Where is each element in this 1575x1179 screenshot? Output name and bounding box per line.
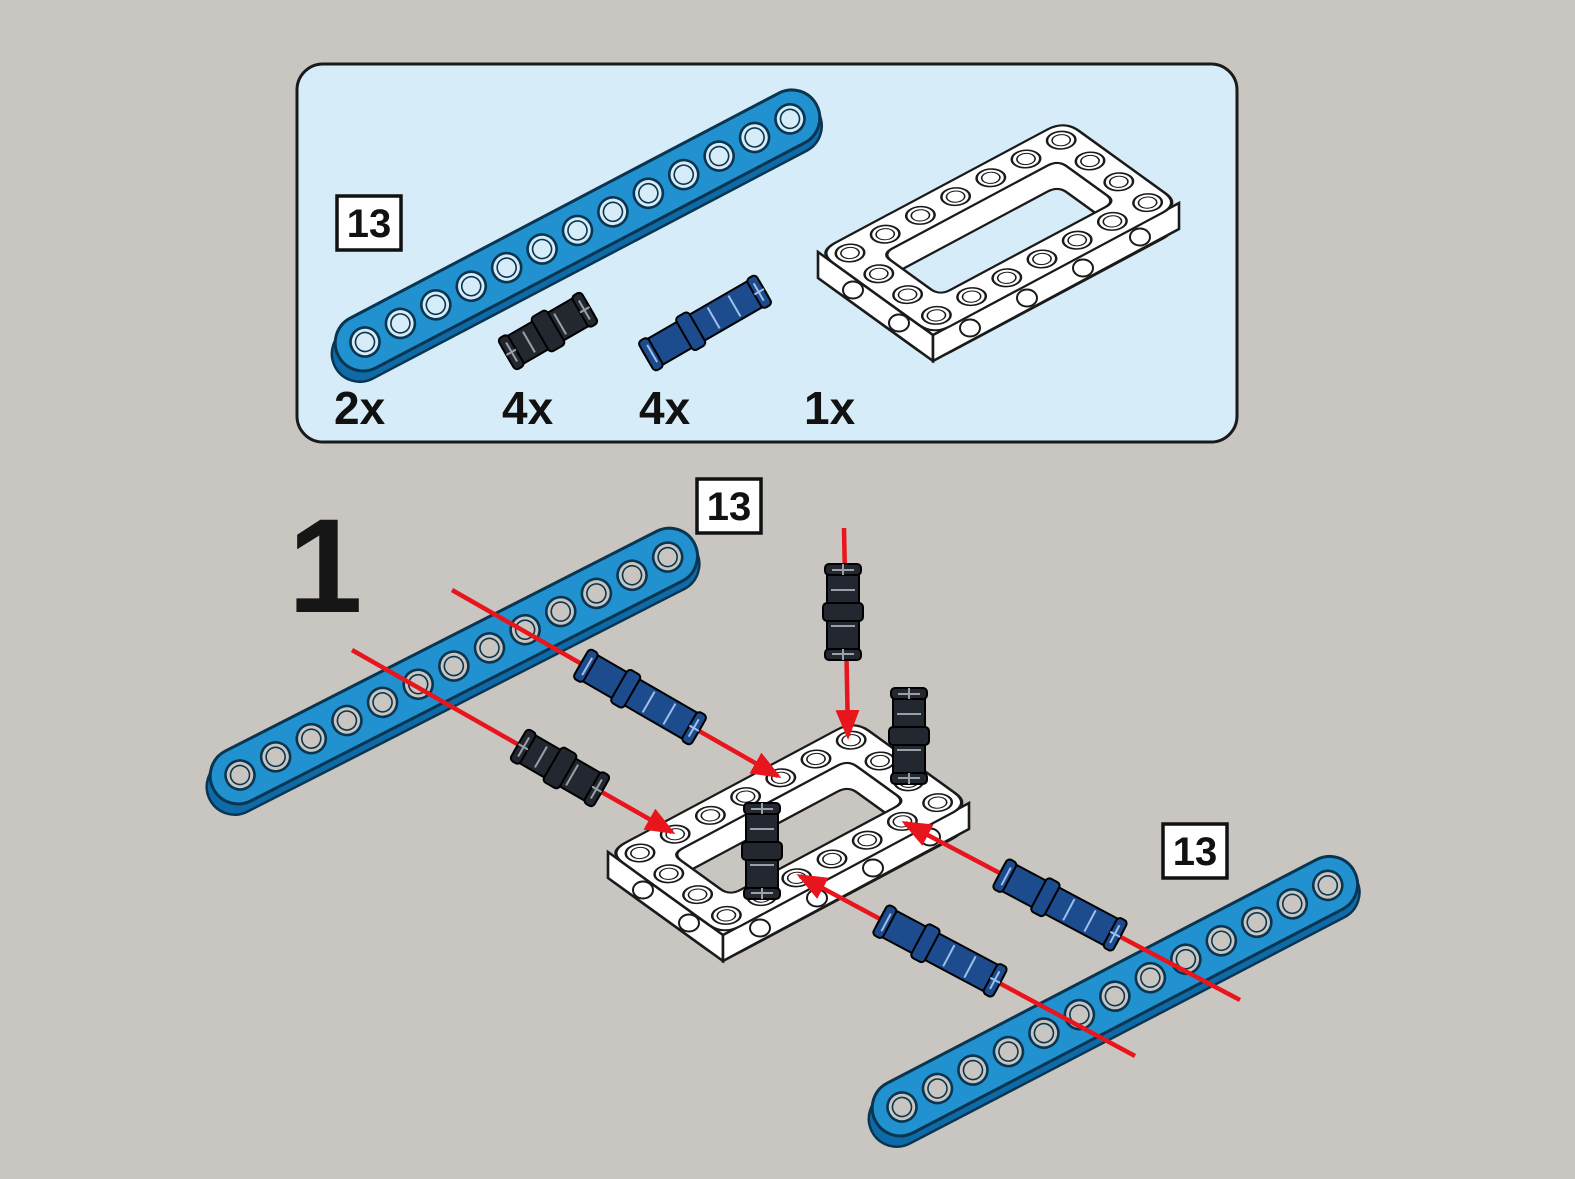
qty-blue-pin: 4x <box>639 382 691 434</box>
qty-frame: 1x <box>804 382 856 434</box>
step-number: 1 <box>288 492 363 641</box>
step-callout-label-right: 13 <box>1161 822 1229 880</box>
step-callout-text-right: 13 <box>1173 830 1218 874</box>
pin-connector-on-frame-left <box>741 802 783 900</box>
arrow-top-left-inner <box>350 648 676 834</box>
qty-pin-connector: 4x <box>502 382 554 434</box>
pin-connector-vertical-top <box>822 563 864 661</box>
blue-pin-top-left <box>570 645 710 749</box>
qty-beam: 2x <box>334 382 386 434</box>
pin-connector-on-frame-right <box>888 687 930 785</box>
parts-callout-text: 13 <box>347 202 392 246</box>
blue-pin-bottom <box>870 901 1010 1001</box>
step-callout-text-top: 13 <box>707 485 752 529</box>
parts-callout-label: 13 <box>335 194 403 252</box>
technic-frame-5x7-white-icon <box>816 120 1182 364</box>
assembly-beam-bottom-right <box>853 845 1373 1158</box>
pin-connector-left <box>507 725 613 811</box>
step-callout-label-top: 13 <box>695 477 763 535</box>
blue-pin-right <box>990 855 1130 955</box>
